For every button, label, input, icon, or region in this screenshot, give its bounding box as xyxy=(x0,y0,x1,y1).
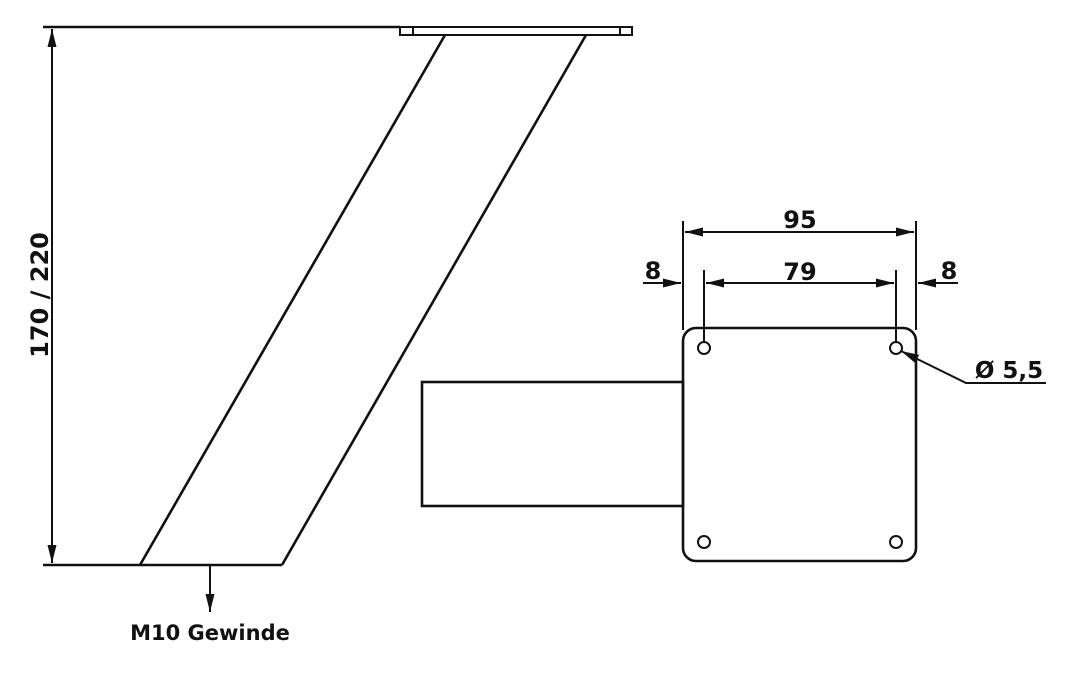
hole xyxy=(697,535,711,549)
hole xyxy=(889,535,903,549)
left-offset-label: 8 xyxy=(645,257,662,285)
leg-tube-section xyxy=(420,380,685,508)
plate-view: 95 79 8 8 Ø 5,5 xyxy=(420,206,1046,563)
hole-diameter-leader xyxy=(900,350,1046,384)
height-dimension-label: 170 / 220 xyxy=(26,232,54,358)
angled-leg xyxy=(138,34,588,566)
hole-spacing-label: 79 xyxy=(783,258,816,286)
thread-label: M10 Gewinde xyxy=(130,621,290,645)
mounting-plate-side xyxy=(399,26,633,36)
mounting-holes xyxy=(697,341,903,549)
hole-diameter-label: Ø 5,5 xyxy=(975,358,1043,384)
side-view: 170 / 220 M10 Gewinde xyxy=(26,25,633,645)
right-offset-label: 8 xyxy=(941,257,958,285)
mounting-plate xyxy=(681,326,918,563)
hole xyxy=(889,341,903,355)
hole xyxy=(697,341,711,355)
width-dimension-label: 95 xyxy=(783,206,816,234)
